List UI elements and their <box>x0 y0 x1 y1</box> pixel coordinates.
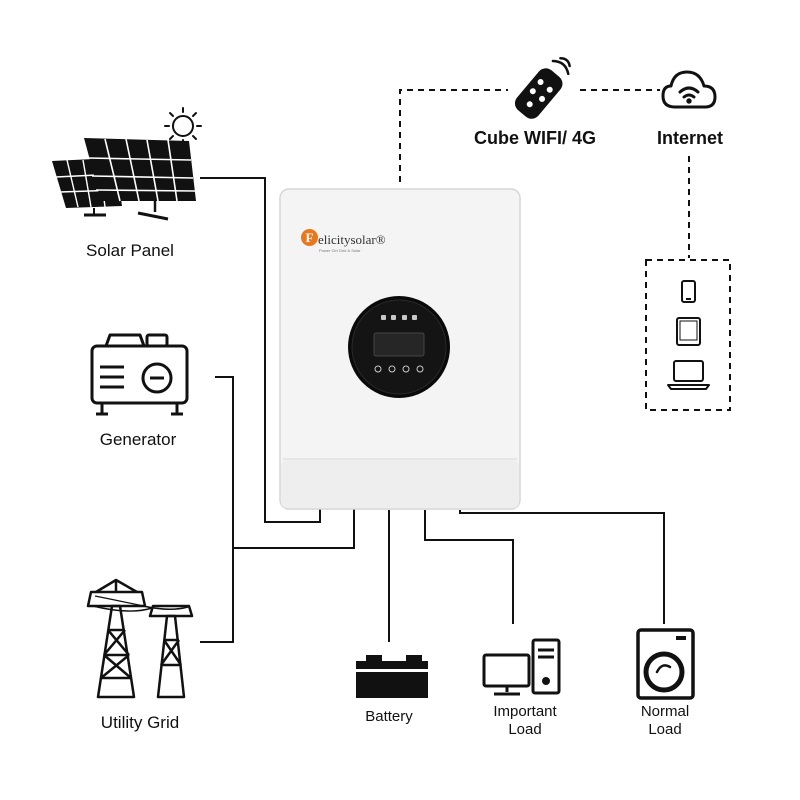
computer-icon <box>482 638 561 696</box>
wiring <box>200 177 665 643</box>
solar-wire <box>200 177 321 523</box>
status-leds <box>381 315 417 320</box>
utility-grid-label: Utility Grid <box>100 713 180 732</box>
wifi-dashed-link <box>399 89 508 182</box>
laptop-icon <box>667 360 710 390</box>
lcd-screen <box>373 332 425 357</box>
tablet-icon <box>676 317 701 346</box>
inverter-bottom-shade <box>281 460 519 508</box>
power-pylon-icon <box>86 578 194 699</box>
sun-icon <box>164 107 202 145</box>
generator-wire <box>200 376 234 643</box>
control-buttons <box>374 365 424 373</box>
internet-label: Internet <box>656 128 723 148</box>
brand-name: elicitysolar® <box>318 232 386 247</box>
inverter <box>279 188 521 510</box>
cube-wifi-label: Cube WIFI/ 4G <box>473 128 596 148</box>
battery-icon <box>356 655 428 698</box>
important-load-wire <box>424 510 514 624</box>
brand-tagline: Power Ctrl Grid & Solar <box>319 248 361 253</box>
normal-load-wire <box>459 510 665 624</box>
remote-control-icon <box>514 57 571 119</box>
important-load-label: Important Load <box>470 703 580 739</box>
cloud-wifi-icon <box>661 70 717 109</box>
normal-load-label: Normal Load <box>615 703 715 739</box>
normal-load-label-line2: Load <box>648 721 682 738</box>
brand-logo-mark: F <box>301 229 318 246</box>
battery-label: Battery <box>365 708 413 725</box>
phone-icon <box>681 280 696 303</box>
important-load-label-line2: Load <box>508 721 542 738</box>
important-load-label-line1: Important <box>493 703 557 720</box>
solar-panel-label: Solar Panel <box>86 241 174 260</box>
normal-load-label-line1: Normal <box>640 703 690 720</box>
inverter-brand-logo: F elicitysolar® Power Ctrl Grid & Solar <box>301 229 421 259</box>
grid-bus-wire <box>233 508 355 549</box>
devices-dashed-box <box>645 259 731 411</box>
solar-panel-icon <box>52 138 196 221</box>
generator-label: Generator <box>99 430 177 449</box>
comm-links <box>399 89 731 411</box>
generator-icon <box>90 333 189 416</box>
washing-machine-icon <box>636 628 695 700</box>
